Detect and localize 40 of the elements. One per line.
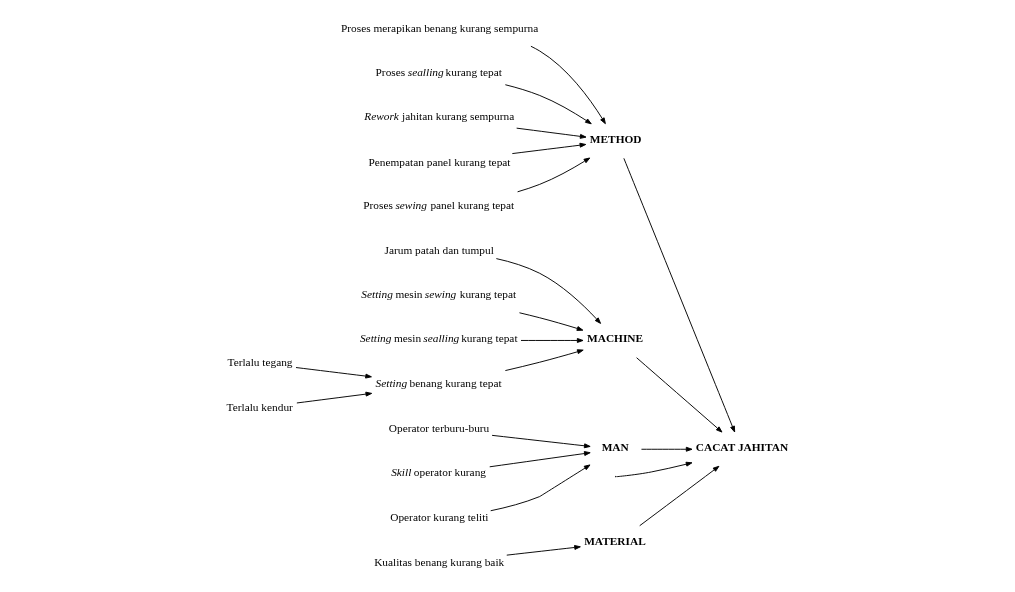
node-text: Proses sealling kurang tepat (375, 65, 502, 78)
node-text: Setting mesin sewing kurang tepat (360, 287, 516, 300)
arrow (518, 312, 583, 331)
arrow (520, 338, 583, 343)
arrow (491, 434, 591, 449)
node-text: MACHINE (586, 332, 643, 345)
arrow (635, 357, 722, 433)
node-text: MAN (601, 441, 629, 454)
arrow (489, 464, 590, 512)
arrow (622, 157, 735, 433)
node-text: Kualitas benang kurang baik (373, 555, 504, 568)
arrow (495, 258, 601, 324)
node-text: Skill operator kurang (390, 465, 486, 478)
node-text: Terlalu kendur (226, 400, 293, 413)
arrow (295, 391, 372, 404)
arrow (511, 142, 586, 155)
node-text: Rework jahitan kurang sempurna (363, 110, 514, 123)
arrow (505, 545, 581, 556)
arrow (295, 367, 372, 379)
arrow (640, 446, 692, 452)
arrow (638, 465, 719, 527)
arrow (516, 157, 590, 193)
node-text: Proses sewing panel kurang tepat (362, 199, 514, 212)
arrow (504, 84, 592, 125)
arrow (515, 127, 586, 139)
node-text: Terlalu tegang (227, 356, 293, 369)
node-text: MATERIAL (583, 534, 646, 547)
arrow (529, 45, 606, 125)
node-text: Proses merapikan benang kurang sempurna (340, 22, 538, 35)
node-text: Setting mesin sealling kurang tepat (359, 332, 518, 345)
node-text: Penempatan panel kurang tepat (367, 155, 511, 168)
node-text: Setting benang kurang tepat (375, 376, 502, 389)
node-text: Operator kurang teliti (389, 511, 489, 524)
arrow (504, 349, 584, 372)
arrow (488, 451, 591, 468)
node-text: Jarum patah dan tumpul (384, 244, 494, 257)
arrow (615, 461, 692, 478)
node-text: CACAT JAHITAN (695, 441, 788, 454)
node-text: METHOD (589, 132, 642, 145)
node-text: Operator terburu-buru (388, 422, 489, 435)
